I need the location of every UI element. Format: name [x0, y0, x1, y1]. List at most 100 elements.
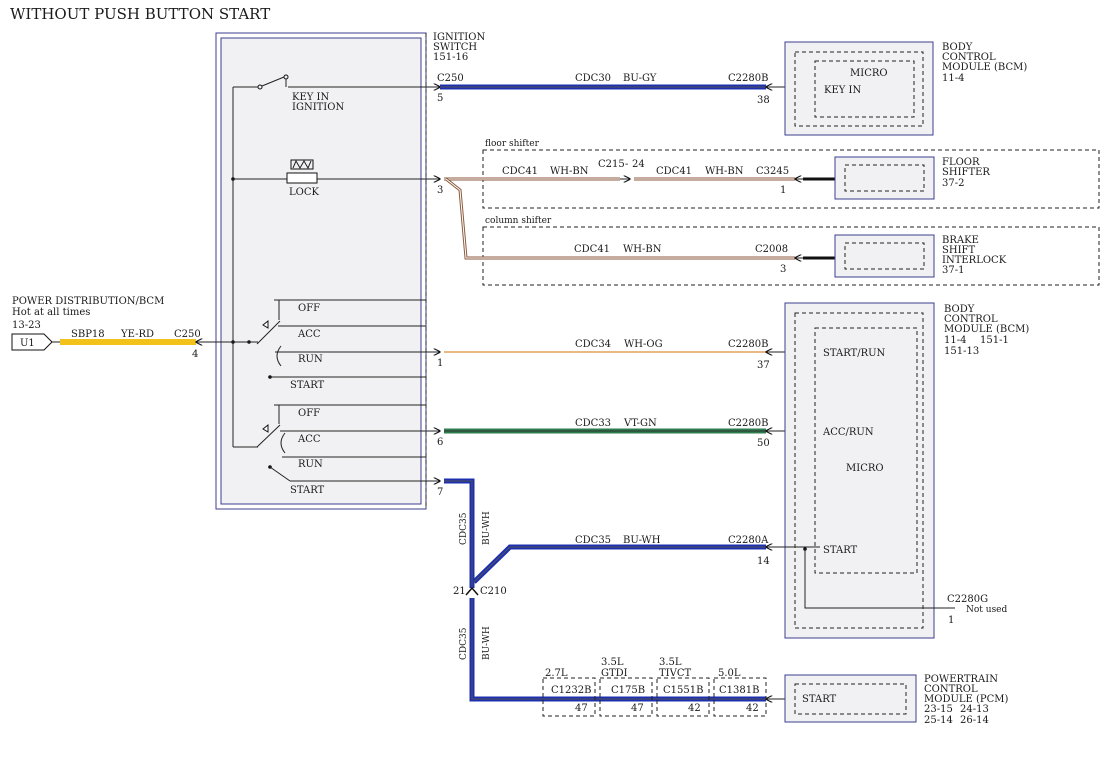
bcm-main-module: START/RUN ACC/RUN MICRO START BODY CONTR… — [784, 302, 1029, 639]
bcm-top-name-3: MODULE (BCM) — [942, 62, 1027, 73]
pcm-conn-engine: 3.5L — [601, 657, 624, 668]
power-pin: 4 — [192, 349, 198, 360]
wire-acc-run: 6 CDC33 VT-GN C2280B 50 — [426, 418, 820, 449]
switch-run-1: RUN — [298, 354, 323, 365]
floor-shifter-ref: 37-2 — [942, 178, 964, 189]
pcm-connector-c1551b: 3.5L TIVCT C1551B 42 — [656, 657, 710, 717]
switch-start-2: START — [290, 485, 325, 496]
start-pin-left: 7 — [437, 487, 443, 498]
floor-connector-right: C3245 — [756, 166, 789, 177]
power-source: POWER DISTRIBUTION/BCM Hot at all times … — [11, 296, 233, 360]
pcm-conn-engine: 3.5L — [659, 657, 682, 668]
start-vert-circuit-2: CDC35 — [459, 627, 469, 660]
bcm-main-ref-1: 11-4 — [944, 335, 966, 346]
bcm-main-name-1: BODY — [944, 304, 975, 315]
acc-run-pin-left: 6 — [437, 437, 443, 448]
not-used-connector: C2280G — [947, 594, 988, 605]
floor-color-1: WH-BN — [550, 166, 589, 177]
start-run-pin-right: 37 — [757, 360, 770, 371]
start-vert-color-1: BU-WH — [482, 511, 492, 545]
power-color: YE-RD — [120, 329, 154, 340]
floor-shifter-pin-left: 3 — [437, 185, 443, 196]
start-connector-right: C2280A — [728, 535, 769, 546]
switch-off-2: OFF — [298, 408, 320, 419]
floor-circuit-1: CDC41 — [502, 166, 538, 177]
pcm-name-3: MODULE (PCM) — [924, 694, 1009, 705]
start-vert-circuit-1: CDC35 — [459, 512, 469, 545]
wire-start: 7 CDC35 BU-WH C2280A 14 CDC35 BU-WH 21 C… — [426, 481, 1008, 699]
key-in-label-1: KEY IN — [292, 92, 330, 103]
pcm-conn-connector: C175B — [611, 685, 645, 696]
switch-run-2: RUN — [298, 459, 323, 470]
acc-run-connector-right: C2280B — [728, 418, 768, 429]
power-source-ref: 13-23 — [12, 320, 41, 331]
floor-shifter-group: floor shifter 3 CDC41 WH-BN C215 - 24 CD… — [426, 139, 1100, 209]
wire-key-in: C250 5 CDC30 BU-GY C2280B 38 — [426, 73, 818, 106]
pcm-conn-pin: 42 — [688, 703, 701, 714]
column-connector-right: C2008 — [755, 244, 788, 255]
pcm-connector-c1232b: 2.7L C1232B 47 — [542, 668, 596, 717]
floor-inline-pin: 24 — [632, 159, 645, 170]
power-source-name: POWER DISTRIBUTION/BCM — [12, 296, 164, 307]
bcm-main-name-2: CONTROL — [944, 314, 998, 325]
pcm-ref-4: 26-14 — [960, 715, 989, 726]
ignition-switch: IGNITION SWITCH 151-16 KEY IN IGNITION L… — [215, 32, 485, 510]
pcm-conn-pin: 47 — [631, 703, 644, 714]
floor-inline-dash: - — [625, 159, 628, 170]
key-in-label-2: IGNITION — [292, 102, 344, 113]
bcm-top-micro: MICRO — [850, 68, 888, 79]
column-color: WH-BN — [623, 244, 662, 255]
floor-pin-right: 1 — [780, 185, 786, 196]
bcm-top-input: KEY IN — [824, 85, 862, 96]
ignition-switch-ref: 151-16 — [433, 52, 468, 63]
start-run-pin-left: 1 — [437, 358, 443, 369]
pcm-conn-engine-2: GTDI — [601, 668, 628, 679]
bcm-main-ref-2: 151-1 — [980, 335, 1009, 346]
key-in-pin-left: 5 — [437, 93, 443, 104]
switch-acc-2: ACC — [297, 434, 321, 445]
bcm-main-input-3: START — [823, 545, 858, 556]
pcm-ref-3: 25-14 — [924, 715, 953, 726]
key-in-pin-right: 38 — [757, 95, 770, 106]
acc-run-circuit: CDC33 — [575, 418, 611, 429]
start-pin-right: 14 — [757, 556, 770, 567]
bcm-main-input-2: ACC/RUN — [822, 427, 874, 438]
bcm-main-micro: MICRO — [846, 463, 884, 474]
wire-start-run: 1 CDC34 WH-OG C2280B 37 — [426, 339, 820, 371]
power-connector: C250 — [174, 329, 201, 340]
pcm-conn-connector: C1381B — [719, 685, 759, 696]
switch-start-1: START — [290, 380, 325, 391]
key-in-color: BU-GY — [623, 73, 657, 84]
bcm-top-module: MICRO KEY IN BODY CONTROL MODULE (BCM) 1… — [784, 41, 1027, 136]
floor-shifter-name-2: SHIFTER — [942, 167, 990, 178]
bcm-main-name-3: MODULE (BCM) — [944, 324, 1029, 335]
acc-run-pin-right: 50 — [757, 438, 770, 449]
bcm-top-ref: 11-4 — [942, 73, 964, 84]
key-in-connector-right: C2280B — [728, 73, 768, 84]
brake-interlock-name-3: INTERLOCK — [942, 255, 1007, 266]
pcm-module: START POWERTRAIN CONTROL MODULE (PCM) 23… — [784, 674, 1009, 726]
power-source-tag: U1 — [20, 338, 35, 349]
floor-color-2: WH-BN — [705, 166, 744, 177]
start-vert-color-2: BU-WH — [482, 626, 492, 660]
not-used-text: Not used — [966, 605, 1008, 615]
floor-shifter-label: floor shifter — [485, 139, 540, 149]
column-circuit: CDC41 — [574, 244, 610, 255]
switch-off-1: OFF — [298, 303, 320, 314]
pcm-ref-2: 24-13 — [960, 704, 989, 715]
bcm-main-ref-3: 151-13 — [944, 346, 979, 357]
pcm-conn-pin: 42 — [746, 703, 759, 714]
start-run-connector-right: C2280B — [728, 339, 768, 350]
column-shifter-group: column shifter CDC41 WH-BN C2008 3 BRAKE… — [445, 177, 1100, 286]
brake-interlock-ref: 37-1 — [942, 265, 964, 276]
start-run-color: WH-OG — [624, 339, 663, 350]
switch-acc-1: ACC — [297, 329, 321, 340]
bcm-top-name-2: CONTROL — [942, 52, 996, 63]
start-circuit: CDC35 — [575, 535, 611, 546]
start-run-circuit: CDC34 — [575, 339, 611, 350]
brake-interlock-name-1: BRAKE — [942, 235, 979, 246]
pcm-conn-connector: C1232B — [551, 685, 591, 696]
pcm-connector-c1381b: 5.0L C1381B 42 — [713, 668, 767, 717]
floor-shifter-name-1: FLOOR — [942, 157, 980, 168]
power-circuit: SBP18 — [71, 329, 105, 340]
